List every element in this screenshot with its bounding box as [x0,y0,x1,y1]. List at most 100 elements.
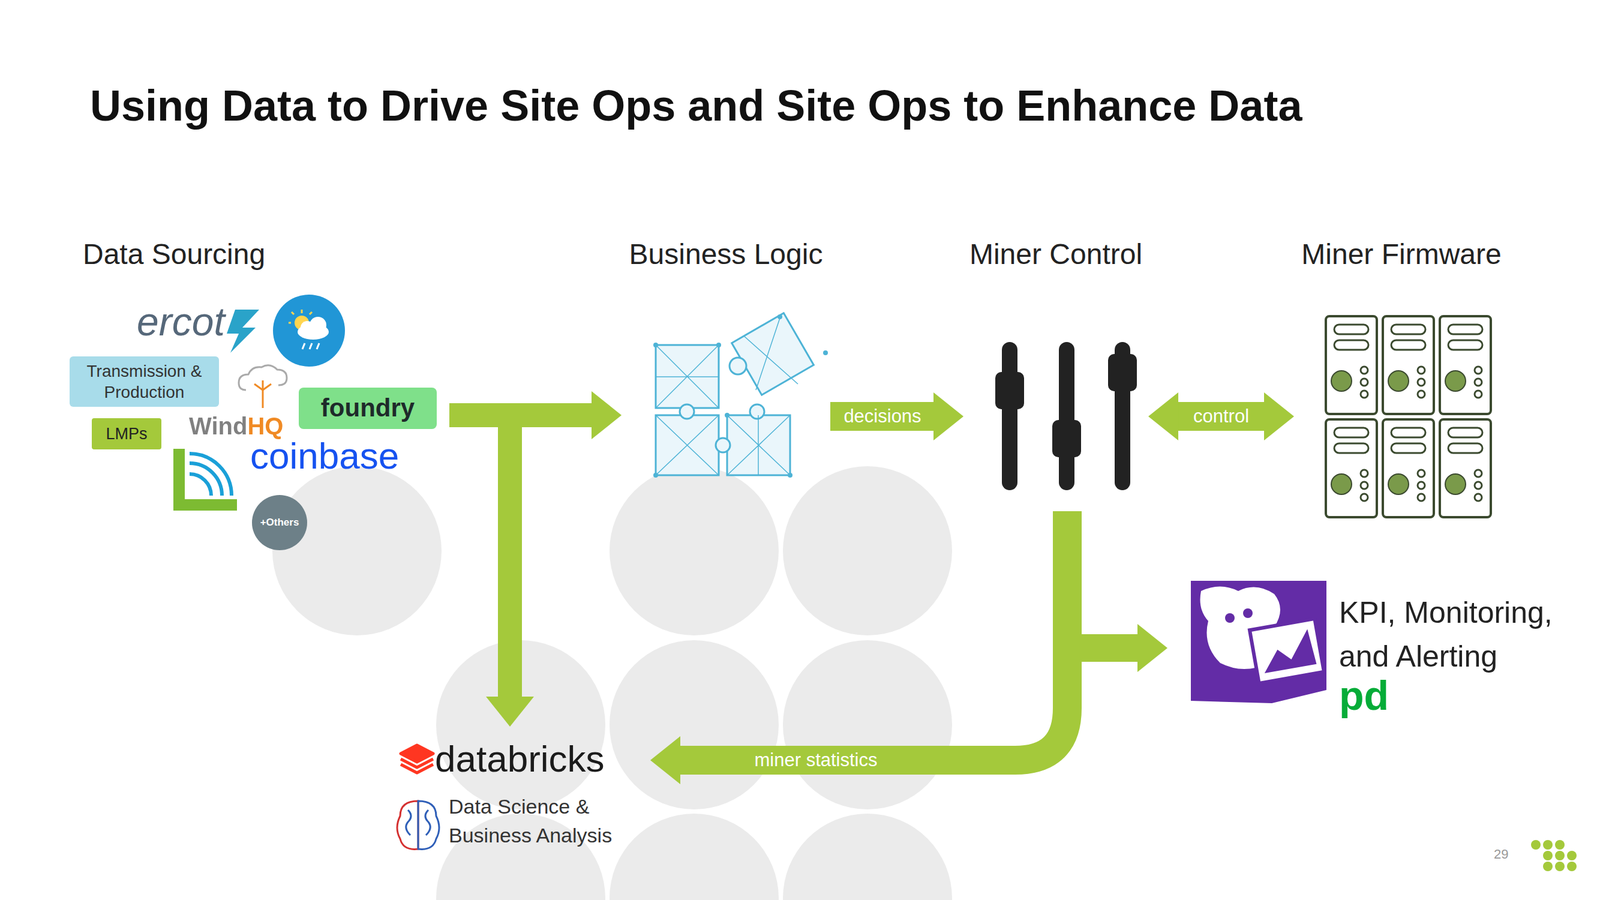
server-led [1474,378,1482,386]
server-slot [1391,340,1426,350]
slider-controls-part [1058,341,1075,491]
corner-logo-part [1543,861,1553,872]
puzzle-illustration-part-part [655,317,798,476]
slider-controls-part [1001,341,1018,491]
puzzle-illustration-part-part [777,314,783,320]
node-text: databricks [434,736,605,782]
background-circles-part [609,466,779,636]
server-slot [1334,427,1369,438]
stage-column: Business Logic [623,230,828,483]
info-box: LMPs [91,418,162,450]
weather-icon [272,294,345,367]
arrow-body [449,415,510,698]
databricks-icon-part [400,764,434,773]
info-box: Transmission & Production [69,356,219,407]
corner-logo-part [1567,861,1577,872]
stage-column: Miner Firmware [1296,230,1507,522]
weather-icon-part-part [309,343,312,350]
server-case [1382,419,1434,518]
brain-icon-part [418,800,440,849]
server-racks [1325,316,1491,518]
slide-title: Using Data to Drive Site Ops and Site Op… [89,80,1302,131]
server-slot [1334,340,1369,350]
server-case [1439,316,1491,414]
node-text: Miner Control [965,236,1146,272]
server-case [1439,419,1491,518]
weather-icon-part-part [301,309,303,314]
others-circle: +Others [251,494,308,551]
page-number: 29 [1493,847,1509,862]
server-led [1360,481,1368,489]
arrow-head [1148,392,1179,441]
server-case [1325,419,1377,518]
server-led [1360,378,1368,386]
server-led [1474,493,1482,501]
server-fan [1445,370,1466,392]
background-circles-part [782,813,953,900]
generation-icon-part-part [189,473,212,496]
puzzle-illustration [653,313,828,478]
slider-controls [995,341,1137,491]
puzzle-illustration-part-part [823,350,828,356]
server-led [1360,390,1368,398]
generation-icon-part [173,448,237,511]
stage-column: Miner Control [965,230,1146,510]
puzzle-illustration-part [715,437,731,453]
weather-icon-part [302,343,320,350]
server-slot [1448,443,1483,453]
server-slot [1448,427,1483,438]
weather-icon-part-part [291,311,294,315]
corner-logo-part [1543,839,1553,850]
server-led [1474,469,1482,477]
wind-icon [238,365,287,408]
server-led [1360,469,1368,477]
datadog-logo-part [1225,613,1235,623]
server-slot [1334,443,1369,453]
logo-text: ercot [136,299,225,344]
arrow-head [1264,392,1295,441]
server-led [1417,469,1425,477]
datadog-logo-part [1190,580,1327,704]
arrow-body [679,511,1068,761]
puzzle-illustration-part [731,313,815,396]
server-led [1417,378,1425,386]
generation-icon-part-part [189,463,222,496]
node-text: Data Sourcing [82,236,266,272]
datadog-logo-part [1243,608,1253,618]
monitoring-node: KPI, Monitoring, and Alertingpd [1169,569,1584,732]
corner-logo-part [1555,839,1565,850]
wind-icon-part-part [262,383,272,390]
server-fan [1388,370,1409,392]
server-led [1417,493,1425,501]
server-led [1360,366,1368,374]
server-slot [1334,324,1369,335]
node-text: Transmission & Production [75,360,213,403]
wind-icon-part-part [254,383,263,390]
wind-icon-part [254,380,272,408]
node-subtext: Data Science & Business Analysis [448,792,629,850]
logo-box: foundry [298,387,437,429]
brain-icon-part [397,800,419,849]
databricks-icon-part [400,745,434,762]
puzzle-illustration-part-part [653,342,659,348]
generation-icon [173,448,237,511]
node-text: LMPs [105,424,147,444]
server-led [1474,481,1482,489]
server-slot [1448,324,1483,335]
arrow-head [933,392,964,441]
background-circles-part [609,813,779,900]
node-text: +Others [260,516,300,529]
puzzle-illustration-part [679,404,695,419]
puzzle-illustration-part [653,314,828,478]
arrow-head [650,736,681,785]
wind-icon-part-part [262,389,264,408]
edge-label: decisions [839,404,925,428]
puzzle-illustration-part [749,404,765,419]
databricks-icon [400,745,434,773]
arrow-head [591,391,622,440]
arrow-head [485,696,534,727]
server-slot [1391,443,1426,453]
corner-logo [1531,839,1577,872]
node-text: foundry [320,392,415,423]
background-circles-part [609,640,779,810]
